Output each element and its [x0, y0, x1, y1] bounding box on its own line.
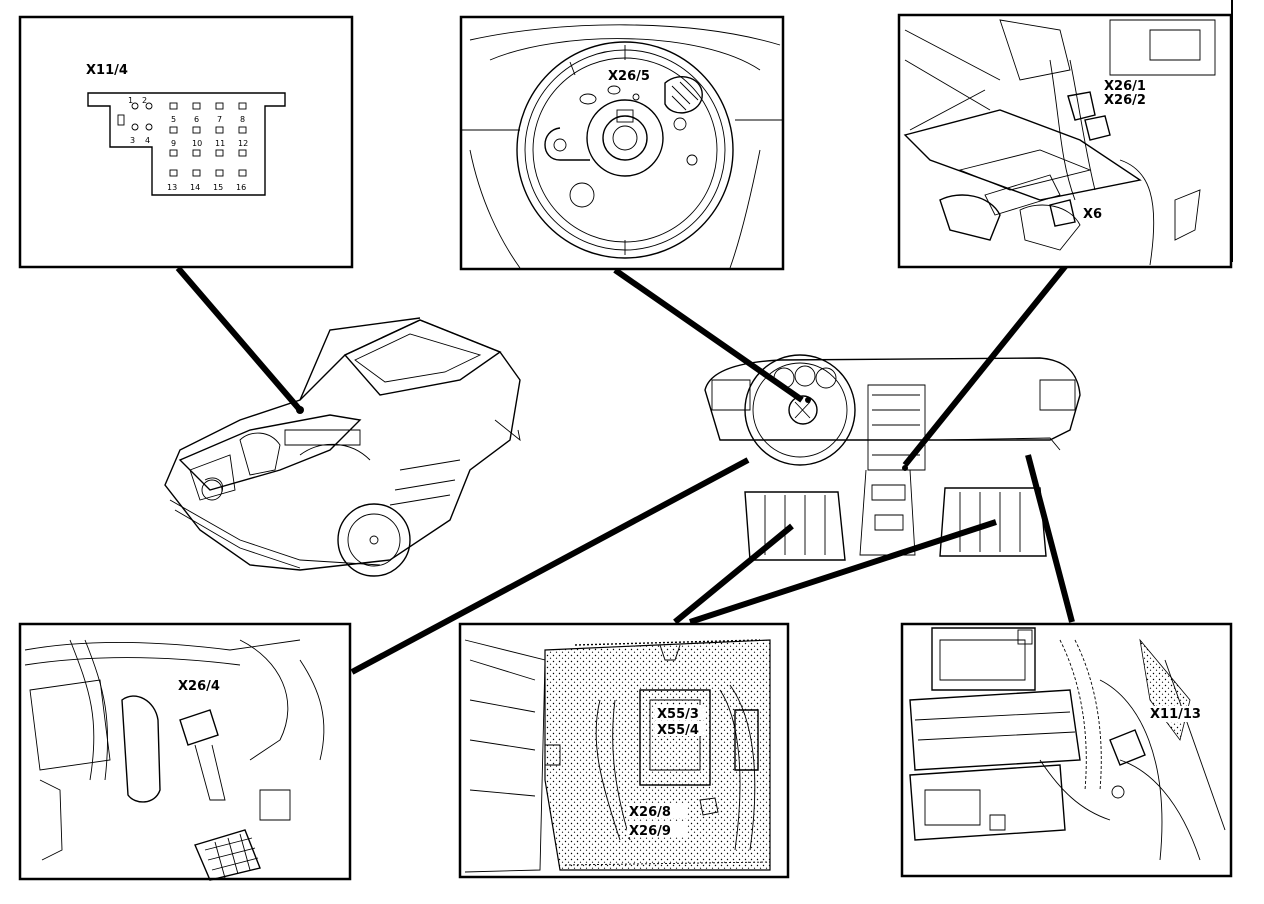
label-x26-4: X26/4	[178, 679, 220, 694]
left-seat	[744, 491, 846, 561]
dashboard-illustration	[704, 354, 1081, 561]
label-x11-4: X11/4	[86, 63, 128, 78]
panel-x26-1-2: X26/1 X26/2 X6	[897, 0, 1233, 269]
svg-text:9: 9	[171, 139, 176, 148]
console-tray	[903, 109, 1142, 201]
leader-lines	[175, 246, 1083, 675]
leader-x11-13	[1025, 454, 1075, 623]
x26-2-connector	[1084, 115, 1111, 141]
svg-text:7: 7	[217, 115, 222, 124]
car-illustration	[164, 317, 521, 577]
label-x26-2: X26/2	[1104, 93, 1146, 108]
svg-text:3: 3	[130, 136, 135, 145]
svg-text:6: 6	[194, 115, 199, 124]
svg-text:12: 12	[238, 139, 248, 148]
leader-x55-left	[673, 523, 794, 625]
front-wheel	[337, 503, 411, 577]
steering-wheel	[744, 354, 856, 466]
panel-frame	[897, 13, 1233, 269]
panel-frame	[459, 15, 785, 271]
leader-x11-4	[175, 266, 303, 412]
column-hub	[586, 99, 664, 177]
leader-x26-4	[350, 457, 750, 675]
svg-text:10: 10	[192, 139, 202, 148]
label-x26-1: X26/1	[1104, 79, 1146, 94]
brake-booster	[121, 695, 161, 803]
upper-module	[931, 627, 1036, 691]
label-x55-4: X55/4	[657, 723, 699, 738]
switch-ring	[516, 41, 734, 259]
panel-x11-4: X11/4 1 2 3 4 5 6 7 8 9 10 11	[18, 15, 354, 269]
svg-text:8: 8	[240, 115, 245, 124]
svg-text:13: 13	[167, 183, 177, 192]
right-seat	[939, 487, 1047, 557]
svg-text:16: 16	[236, 183, 246, 192]
leader-x26-1-2	[902, 246, 1083, 467]
middle-module	[909, 689, 1081, 771]
x26-4-connector	[179, 709, 219, 746]
label-x26-9: X26/9	[629, 824, 671, 839]
svg-text:1: 1	[128, 96, 133, 105]
pin-numbers: 1 2 3 4 5 6 7 8 9 10 11 12 13 14 15 16	[128, 96, 248, 192]
panel-frame	[18, 622, 352, 881]
control-module	[639, 689, 711, 786]
accelerator-pedal	[194, 829, 261, 881]
panel-x55: X55/3 X55/4 X26/8 X26/9	[458, 622, 790, 879]
panel-x11-13: X11/13	[900, 622, 1233, 878]
panel-x26-5: X26/5	[459, 15, 785, 271]
lower-module	[909, 764, 1066, 841]
x11-13-connector	[1109, 729, 1146, 766]
leader-x26-5	[613, 267, 804, 403]
leader-x55-right	[689, 519, 997, 625]
x26-1-connector	[1067, 91, 1096, 121]
label-x55-3: X55/3	[657, 707, 699, 722]
svg-text:15: 15	[213, 183, 223, 192]
svg-text:14: 14	[190, 183, 200, 192]
label-x26-5: X26/5	[608, 69, 650, 84]
svg-text:2: 2	[142, 96, 147, 105]
svg-text:11: 11	[215, 139, 225, 148]
x26-5-connector	[664, 75, 703, 114]
panel-frame	[900, 622, 1233, 878]
panel-frame	[18, 15, 354, 269]
x6-connector	[1049, 199, 1076, 227]
svg-text:4: 4	[145, 136, 150, 145]
svg-text:5: 5	[171, 115, 176, 124]
connector-outline	[87, 92, 286, 196]
label-x26-8: X26/8	[629, 805, 671, 820]
connector-pins	[117, 102, 247, 177]
label-x6: X6	[1083, 207, 1102, 222]
panel-x26-4: X26/4	[18, 622, 352, 881]
label-x11-13: X11/13	[1150, 707, 1201, 722]
